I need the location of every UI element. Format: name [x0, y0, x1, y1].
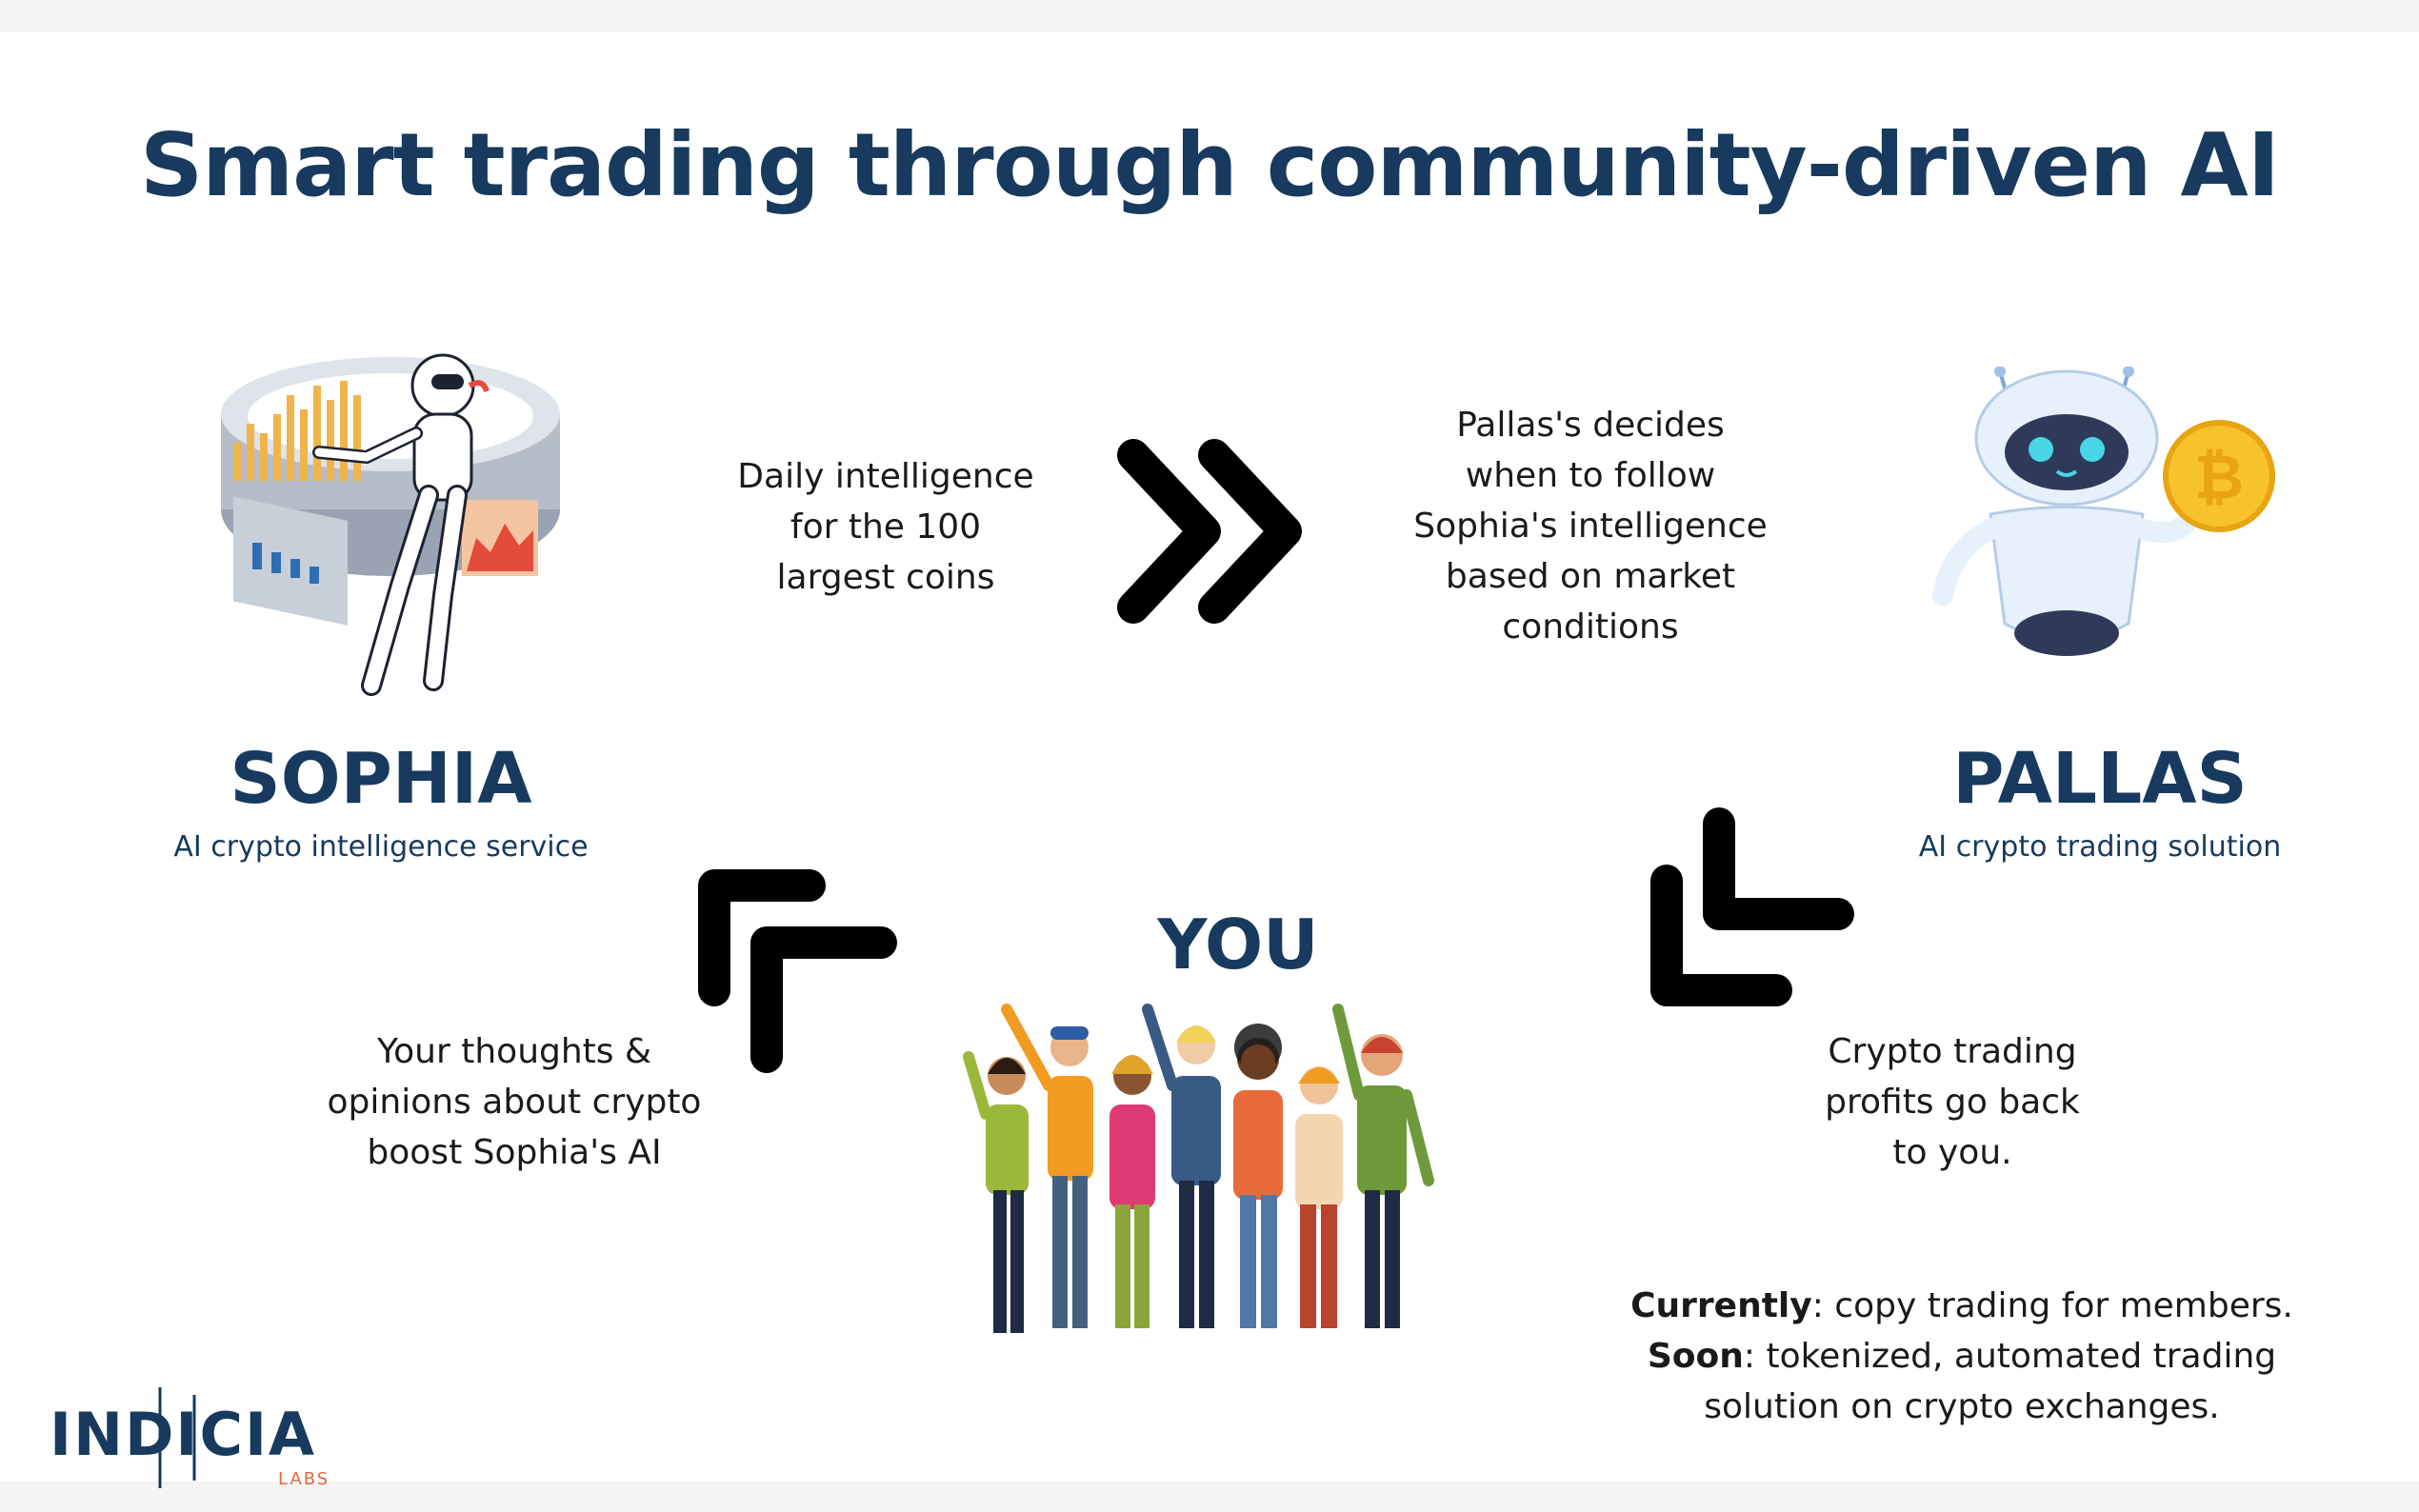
svg-text:₿: ₿	[2194, 443, 2244, 513]
note-soon: Soon: tokenized, automated trading	[1600, 1331, 2324, 1382]
flow-line-1: Daily intelligence	[737, 457, 1034, 496]
indicia-logo: INDICIA LABS	[50, 1385, 345, 1490]
chevron-down-left-icon	[1650, 807, 1854, 1006]
profits-line-3: to you.	[1892, 1133, 2012, 1172]
pallas-title: PALLAS	[1952, 738, 2248, 820]
pallas-line-1: Pallas's decides	[1456, 406, 1725, 445]
flow-pallas-to-you-text: Crypto trading profits go back to you.	[1733, 1026, 2171, 1178]
pallas-robot-illustration: ₿	[1932, 367, 2275, 656]
logo-sub: LABS	[278, 1469, 330, 1489]
thoughts-line-3: boost Sophia's AI	[367, 1133, 662, 1172]
flow-line-3: largest coins	[776, 558, 995, 597]
flow-sophia-to-pallas-text: Daily intelligence for the 100 largest c…	[686, 451, 1086, 603]
bottom-strip	[0, 1482, 2419, 1512]
you-title: YOU	[1157, 905, 1319, 985]
logo-mark	[158, 1387, 196, 1488]
note-soon-line-2: solution on crypto exchanges.	[1704, 1387, 2220, 1426]
pallas-line-5: conditions	[1502, 607, 1679, 647]
double-chevron-right-icon	[1117, 439, 1302, 624]
note-soon-label: Soon	[1647, 1337, 1744, 1376]
sophia-title: SOPHIA	[230, 738, 532, 820]
profits-line-2: profits go back	[1825, 1083, 2080, 1122]
sophia-subtitle: AI crypto intelligence service	[173, 830, 589, 864]
note-currently-text: : copy trading for members.	[1811, 1286, 2293, 1325]
flow-line-2: for the 100	[790, 507, 982, 547]
sophia-robot-illustration	[221, 353, 560, 696]
community-crowd-illustration	[963, 1004, 1434, 1333]
note-soon-text: : tokenized, automated trading	[1743, 1337, 2277, 1376]
pallas-decides-text: Pallas's decides when to follow Sophia's…	[1352, 400, 1829, 652]
page-title: Smart trading through community-driven A…	[140, 114, 2280, 216]
pallas-line-4: based on market	[1445, 557, 1736, 596]
thoughts-line-1: Your thoughts &	[376, 1032, 652, 1071]
thoughts-line-2: opinions about crypto	[327, 1083, 702, 1122]
note-currently-label: Currently	[1630, 1286, 1812, 1325]
flow-you-to-sophia-text: Your thoughts & opinions about crypto bo…	[286, 1026, 743, 1178]
pallas-line-3: Sophia's intelligence	[1413, 507, 1768, 546]
profits-line-1: Crypto trading	[1828, 1032, 2077, 1071]
status-note: Currently: copy trading for members. Soo…	[1600, 1281, 2324, 1432]
pallas-subtitle: AI crypto trading solution	[1918, 830, 2282, 864]
pallas-line-2: when to follow	[1465, 456, 1716, 495]
top-strip	[0, 0, 2419, 32]
chevron-up-left-icon	[698, 869, 897, 1073]
logo-text: INDICIA	[50, 1400, 317, 1469]
note-currently: Currently: copy trading for members.	[1600, 1281, 2324, 1331]
